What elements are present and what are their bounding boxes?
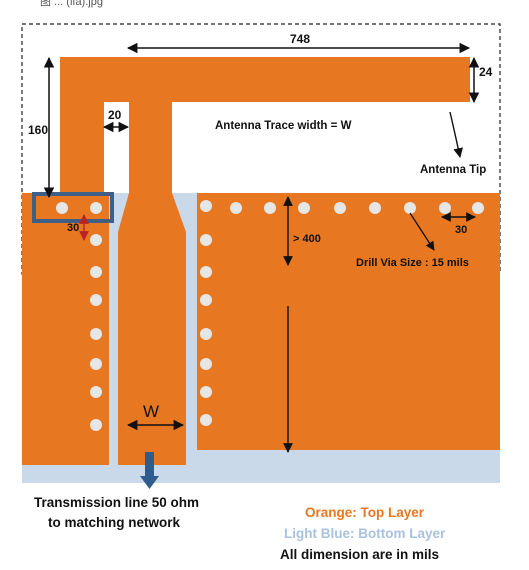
antenna-tip-pointer [449,111,463,158]
via-hole [56,202,68,214]
legend-bottom-layer: Light Blue: Bottom Layer [284,526,446,541]
w-label: W [143,402,159,421]
via-hole [472,202,484,214]
via-hole [200,328,212,340]
transmission-line-label-2: to matching network [48,515,180,530]
transmission-line-label-1: Transmission line 50 ohm [34,495,199,510]
via-hole [369,202,381,214]
legend-top-layer: Orange: Top Layer [305,505,425,520]
via-hole [200,234,212,246]
via-hole [200,386,212,398]
clearance-label: > 400 [293,233,321,245]
antenna-top-arm [60,57,470,102]
via-hole [90,328,102,340]
via-hole [200,414,212,426]
drill-via-pointer [409,212,435,251]
dim-160-label: 160 [28,123,48,137]
via-hole [200,294,212,306]
via-hole [90,419,102,431]
via-hole [264,202,276,214]
via-pitch-vertical-label: 30 [67,222,79,234]
feed-arrow-shaft [145,452,154,478]
via-hole [90,266,102,278]
via-hole [90,234,102,246]
via-hole [200,266,212,278]
via-hole [439,202,451,214]
via-hole [334,202,346,214]
via-hole [90,202,102,214]
via-hole [230,202,242,214]
dim-24-label: 24 [479,65,493,79]
antenna-feed-trace [118,57,186,465]
feed-arrow-head [140,476,159,489]
shorting-point-highlight [32,192,114,223]
dim-20-label: 20 [108,108,122,122]
via-hole [200,200,212,212]
via-group [56,200,484,431]
via-hole [200,358,212,370]
trace-width-label: Antenna Trace width = W [215,120,352,132]
via-hole [90,294,102,306]
antenna-shorting-arm [60,57,104,197]
via-hole [404,202,416,214]
via-hole [298,202,310,214]
antenna-tip-label: Antenna Tip [420,164,486,176]
via-pitch-horizontal-label: 30 [455,224,467,236]
via-hole [90,386,102,398]
caption-text: 图 ... (ifa).jpg [40,0,103,8]
via-hole [90,358,102,370]
dim-748-label: 748 [290,32,310,46]
drill-via-label: Drill Via Size : 15 mils [356,257,469,269]
top-layer-ground-right [197,193,500,450]
legend-units: All dimension are in mils [280,547,439,562]
